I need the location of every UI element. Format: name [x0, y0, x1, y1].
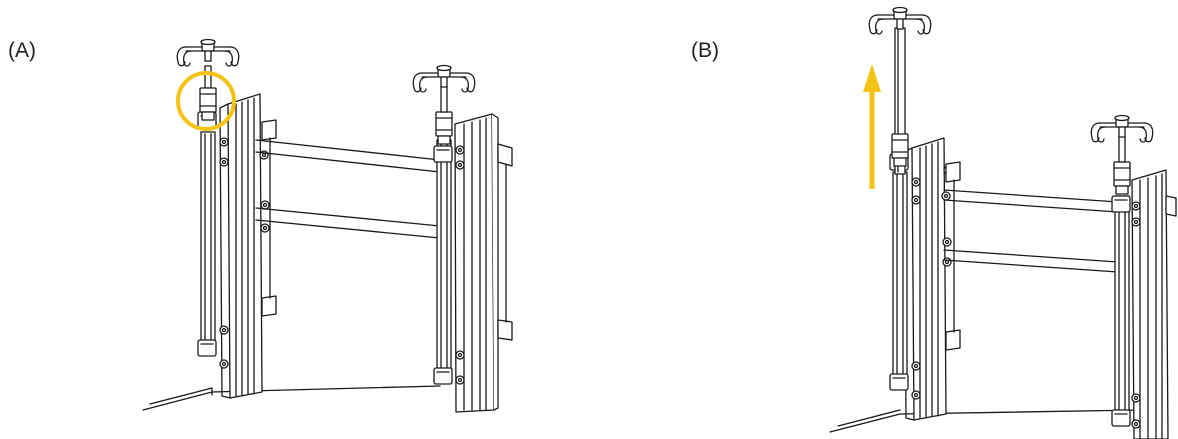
crossbars-a [255, 139, 441, 239]
panel-a-rack [142, 38, 513, 413]
left-pole-top-a [176, 38, 240, 121]
right-column-b [1090, 114, 1177, 439]
left-column-b [868, 6, 961, 421]
left-column-a [197, 93, 277, 399]
panel-b-rack [829, 6, 1177, 439]
highlight-circle [176, 71, 236, 131]
panel-label-b: (B) [691, 39, 719, 62]
right-column-a [412, 64, 513, 413]
raise-arrow [863, 64, 881, 189]
crossbars-b [943, 189, 1119, 273]
panel-label-a: (A) [8, 39, 36, 62]
